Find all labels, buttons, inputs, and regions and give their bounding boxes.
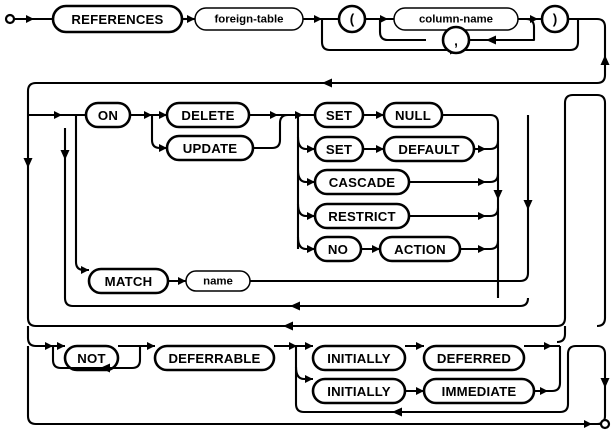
node-not-label: NOT <box>77 351 105 366</box>
bypass-on-match-group <box>26 103 567 328</box>
node-cascade[interactable]: CASCADE <box>313 168 411 196</box>
branch-to-match <box>74 115 89 272</box>
node-column-name-label: column-name <box>419 14 493 26</box>
link-fan-setdefault <box>296 136 315 151</box>
node-cascade-label: CASCADE <box>329 175 396 190</box>
section-on-match: ON DELETE UPDATE <box>23 93 607 344</box>
branch-to-update <box>150 115 167 150</box>
node-rparen-label: ) <box>553 12 558 27</box>
start-marker <box>4 13 53 25</box>
node-delete[interactable]: DELETE <box>165 101 251 129</box>
node-deferrable[interactable]: DEFERRABLE <box>153 344 276 372</box>
node-on[interactable]: ON <box>84 101 132 129</box>
node-set-null-null-label: NULL <box>395 108 431 123</box>
merge-noaction <box>460 240 500 251</box>
section-deferrable: NOT DEFERRABLE INITIALLY <box>26 326 610 428</box>
node-foreign-table[interactable]: foreign-table <box>194 7 304 31</box>
bypass-initially-group <box>294 346 470 414</box>
node-name[interactable]: name <box>185 270 251 292</box>
node-restrict[interactable]: RESTRICT <box>313 202 411 230</box>
node-set-null-set[interactable]: SET <box>313 101 365 129</box>
end-marker <box>599 418 611 430</box>
node-no[interactable]: NO <box>313 235 363 263</box>
node-initially-immediate-immediate-label: IMMEDIATE <box>442 384 517 399</box>
node-match-label: MATCH <box>105 274 153 289</box>
node-deferrable-label: DEFERRABLE <box>168 351 260 366</box>
node-comma[interactable]: , <box>441 25 471 55</box>
merge-cascade <box>409 173 500 184</box>
node-set-default-default-label: DEFAULT <box>398 142 459 157</box>
node-initially-deferred-deferred-label: DEFERRED <box>437 351 511 366</box>
node-action[interactable]: ACTION <box>378 235 462 263</box>
node-initially-immediate-initially-label: INITIALLY <box>327 384 391 399</box>
node-references-label: REFERENCES <box>71 12 163 27</box>
node-update[interactable]: UPDATE <box>165 134 255 162</box>
link-fan-immediate <box>294 366 313 381</box>
link-fan-noaction <box>296 236 315 251</box>
node-initially-deferred-deferred[interactable]: DEFERRED <box>422 344 526 372</box>
node-set-null-null[interactable]: NULL <box>382 101 444 129</box>
node-rparen[interactable]: ) <box>540 4 570 34</box>
node-initially-deferred-initially[interactable]: INITIALLY <box>311 344 407 372</box>
merge-actions-spine <box>442 113 500 249</box>
loop-comma-left <box>378 19 426 42</box>
node-set-default-set-label: SET <box>326 142 352 157</box>
node-references[interactable]: REFERENCES <box>51 4 184 34</box>
entry-section3 <box>26 326 65 348</box>
node-initially-immediate-initially[interactable]: INITIALLY <box>311 377 407 405</box>
section-references: REFERENCES foreign-table ( <box>26 4 610 103</box>
node-comma-label: , <box>454 34 458 49</box>
node-initially-immediate-immediate[interactable]: IMMEDIATE <box>422 377 536 405</box>
node-delete-label: DELETE <box>181 108 234 123</box>
node-action-label: ACTION <box>394 242 446 257</box>
node-foreign-table-label: foreign-table <box>215 14 284 26</box>
node-lparen[interactable]: ( <box>337 4 367 34</box>
node-column-name[interactable]: column-name <box>393 7 519 31</box>
node-name-label: name <box>203 276 233 288</box>
link-fan-restrict <box>296 203 315 218</box>
node-initially-deferred-initially-label: INITIALLY <box>327 351 391 366</box>
wrap-corner-section3 <box>556 326 567 344</box>
node-set-null-set-label: SET <box>326 108 352 123</box>
merge-match-branch <box>250 115 530 283</box>
loop-repeat-on-match <box>63 128 530 308</box>
node-update-label: UPDATE <box>183 141 237 156</box>
bypass-not <box>51 346 142 370</box>
node-restrict-label: RESTRICT <box>328 209 396 224</box>
wrap-section2-to-section3-right <box>563 93 607 328</box>
merge-setdefault <box>474 140 500 151</box>
node-lparen-label: ( <box>350 12 355 27</box>
node-set-default-default[interactable]: DEFAULT <box>382 135 476 163</box>
node-match[interactable]: MATCH <box>87 267 170 295</box>
merge-restrict <box>409 207 500 218</box>
bypass-deferrable-group <box>26 346 601 426</box>
node-on-label: ON <box>98 108 118 123</box>
link-update-actions <box>253 113 303 150</box>
node-no-label: NO <box>328 242 348 257</box>
merge-initially-immediate <box>534 346 562 393</box>
node-not[interactable]: NOT <box>63 344 120 372</box>
wrap-section1-to-section2 <box>26 17 607 103</box>
node-set-default-set[interactable]: SET <box>313 135 365 163</box>
link-fan-cascade <box>296 169 315 184</box>
